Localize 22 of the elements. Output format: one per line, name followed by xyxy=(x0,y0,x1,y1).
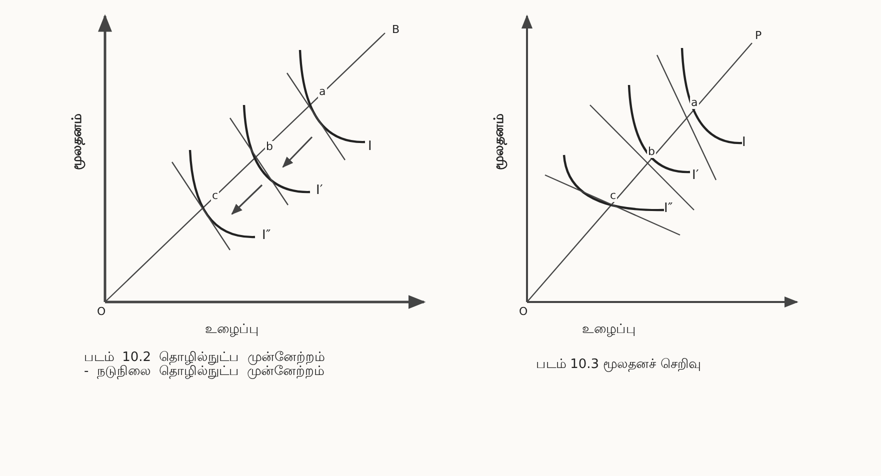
axis-label: மூலதனம் xyxy=(70,114,86,170)
origin-label: O xyxy=(97,306,106,318)
curve-label: I xyxy=(368,140,372,154)
curve-label: I xyxy=(742,136,746,150)
axis-label: உழைப்பு xyxy=(205,323,259,338)
curve-label: I″ xyxy=(664,202,673,216)
point-label: b xyxy=(647,146,656,158)
point-label: a xyxy=(318,86,327,98)
point-label: c xyxy=(211,190,220,202)
figure-caption: படம் 10.2 தொழில்நுட்ப முன்னேற்றம் - நடுநிலை தொழில்நுட்ப முன்னேற்றம் xyxy=(84,351,326,380)
origin-label: O xyxy=(519,306,528,318)
curve-label: I′ xyxy=(316,184,323,198)
figure-caption: படம் 10.3 மூலதனச் செறிவு xyxy=(536,358,700,372)
point-label: c xyxy=(609,190,618,202)
curve-label: I′ xyxy=(692,169,699,184)
line-label: B xyxy=(392,24,400,36)
curve-label: I″ xyxy=(262,229,271,244)
point-label: a xyxy=(690,97,699,110)
line-label: P xyxy=(755,30,762,42)
point-label: b xyxy=(265,141,274,154)
axis-label: மூலதனம் xyxy=(492,114,508,170)
axis-label: உழைப்பு xyxy=(582,323,636,338)
